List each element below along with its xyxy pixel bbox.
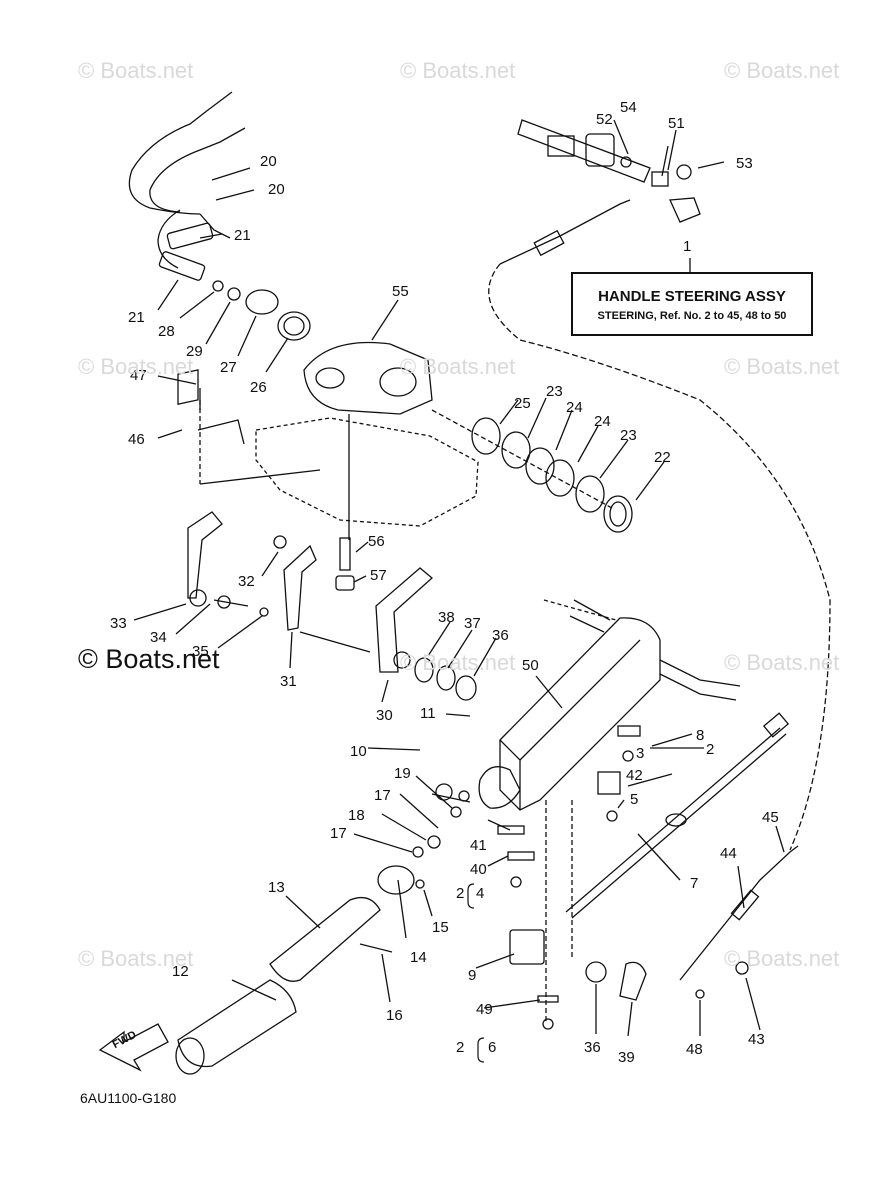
callout-40: 40	[470, 861, 487, 878]
throttle-cable-upper	[128, 91, 233, 215]
throttle-cable-lower	[149, 127, 246, 213]
callout-30: 30	[376, 707, 393, 724]
watermark-main: © Boats.net	[78, 644, 220, 674]
watermark: © Boats.net	[724, 946, 840, 971]
assembly-title: HANDLE STEERING ASSY	[598, 288, 786, 305]
callout-31: 31	[280, 673, 297, 690]
callout-2-a: 2	[706, 741, 714, 758]
assembly-subtitle: STEERING, Ref. No. 2 to 45, 48 to 50	[597, 310, 787, 322]
callout-5: 5	[630, 791, 638, 808]
callout-46: 46	[128, 431, 145, 448]
callout-20-b: 20	[268, 181, 285, 198]
callout-48: 48	[686, 1041, 703, 1058]
watermark: © Boats.net	[78, 946, 194, 971]
callout-21-b: 21	[128, 309, 145, 326]
callout-42: 42	[626, 767, 643, 784]
callout-36-b: 36	[584, 1039, 601, 1056]
callout-22: 22	[654, 449, 671, 466]
callout-21-a: 21	[234, 227, 251, 244]
callout-13: 13	[268, 879, 285, 896]
callout-36-a: 36	[492, 627, 509, 644]
callout-27: 27	[220, 359, 237, 376]
callout-50: 50	[522, 657, 539, 674]
callout-23-b: 23	[620, 427, 637, 444]
watermark: © Boats.net	[78, 354, 194, 379]
callout-23-a: 23	[546, 383, 563, 400]
callout-17-b: 17	[330, 825, 347, 842]
callout-24-b: 24	[594, 413, 611, 430]
callout-39: 39	[618, 1049, 635, 1066]
callout-16: 16	[386, 1007, 403, 1024]
callout-2-b: 2	[456, 885, 464, 902]
callout-1: 1	[683, 238, 691, 255]
callout-28: 28	[158, 323, 175, 340]
callout-24-a: 24	[566, 399, 583, 416]
callout-45: 45	[762, 809, 779, 826]
callout-56: 56	[368, 533, 385, 550]
watermark: © Boats.net	[724, 58, 840, 83]
callout-41: 41	[470, 837, 487, 854]
callout-18: 18	[348, 807, 365, 824]
callout-43: 43	[748, 1031, 765, 1048]
callout-20-a: 20	[260, 153, 277, 170]
callout-52: 52	[596, 111, 613, 128]
callout-34: 34	[150, 629, 167, 646]
callout-15: 15	[432, 919, 449, 936]
callout-26: 26	[250, 379, 267, 396]
callout-12: 12	[172, 963, 189, 980]
callout-44: 44	[720, 845, 737, 862]
callout-55: 55	[392, 283, 409, 300]
callout-54: 54	[620, 99, 637, 116]
callout-3: 3	[636, 745, 644, 762]
callout-17-a: 17	[374, 787, 391, 804]
callout-9: 9	[468, 967, 476, 984]
callout-6: 6	[488, 1039, 496, 1056]
callout-32: 32	[238, 573, 255, 590]
callout-53: 53	[736, 155, 753, 172]
diagram-code: 6AU1100-G180	[80, 1090, 177, 1106]
callout-49: 49	[476, 1001, 493, 1018]
callout-29: 29	[186, 343, 203, 360]
callout-4: 4	[476, 885, 484, 902]
callout-10: 10	[350, 743, 367, 760]
watermark: © Boats.net	[724, 650, 840, 675]
callout-57: 57	[370, 567, 387, 584]
callout-11: 11	[420, 705, 436, 722]
watermark: © Boats.net	[400, 354, 516, 379]
callout-47: 47	[130, 367, 147, 384]
callout-14: 14	[410, 949, 427, 966]
callout-7: 7	[690, 875, 698, 892]
callout-19: 19	[394, 765, 411, 782]
watermark: © Boats.net	[400, 650, 516, 675]
assembly-label-box: HANDLE STEERING ASSY STEERING, Ref. No. …	[571, 272, 813, 336]
callout-2-c: 2	[456, 1039, 464, 1056]
callout-35: 35	[192, 643, 209, 660]
watermark: © Boats.net	[78, 58, 194, 83]
callout-33: 33	[110, 615, 127, 632]
callout-51: 51	[668, 115, 685, 132]
callout-37: 37	[464, 615, 481, 632]
watermark: © Boats.net	[400, 58, 516, 83]
callout-8: 8	[696, 727, 704, 744]
callout-38: 38	[438, 609, 455, 626]
watermark: © Boats.net	[724, 354, 840, 379]
callout-25: 25	[514, 395, 531, 412]
